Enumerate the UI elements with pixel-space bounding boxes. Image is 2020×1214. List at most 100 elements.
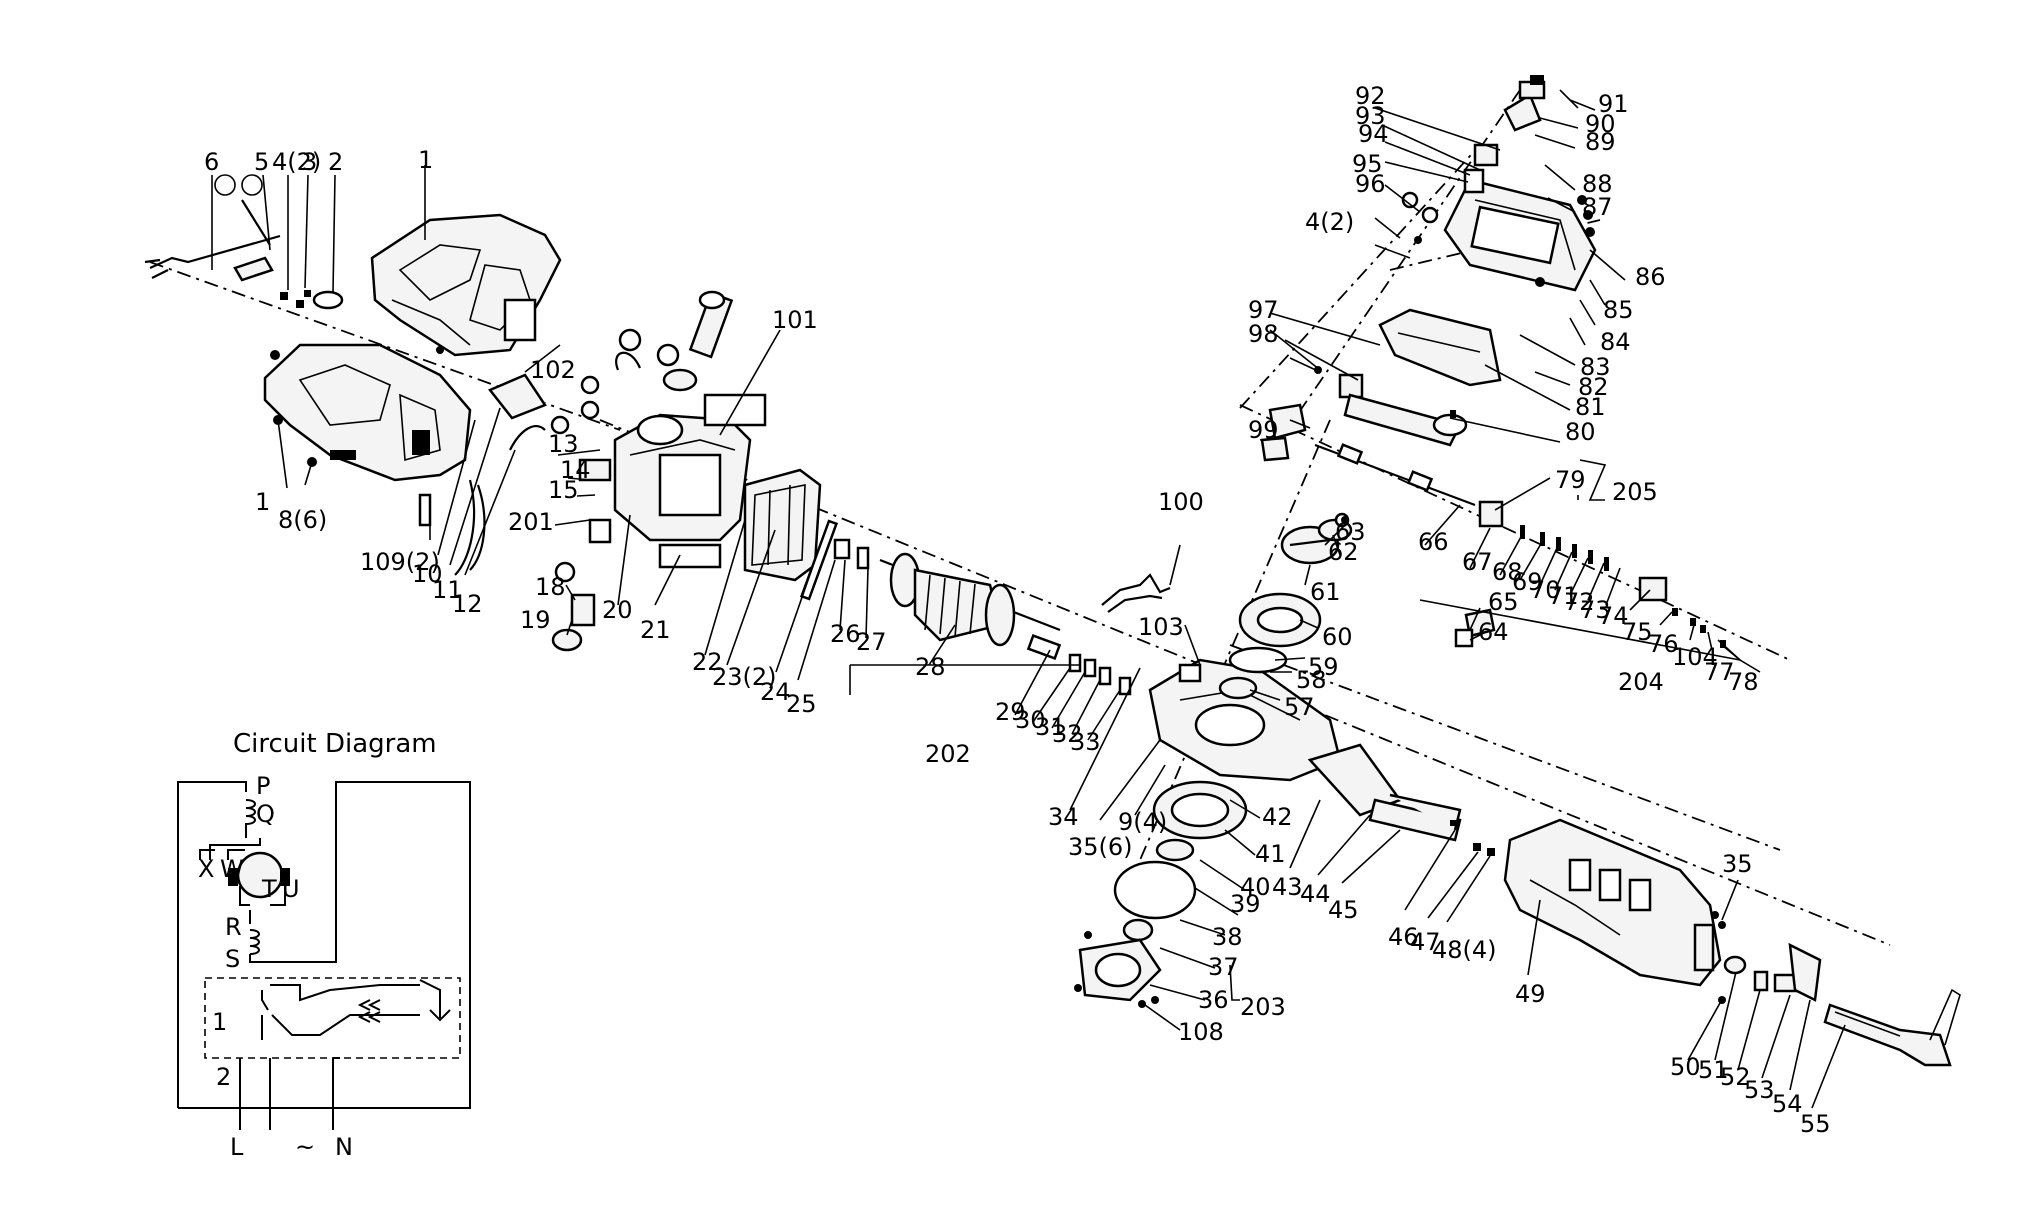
callout: 94 (1358, 120, 1389, 148)
callout: 103 (1138, 613, 1184, 641)
callout: 108 (1178, 1018, 1224, 1046)
callout: 86 (1635, 263, 1666, 291)
callout: 50 (1670, 1053, 1701, 1081)
callout: 76 (1648, 630, 1679, 658)
callout: 69 (1512, 568, 1543, 596)
armature-rotor (879, 552, 1132, 696)
circuit-terminal-r: R (225, 913, 242, 941)
callout: 53 (1744, 1076, 1775, 1104)
brush-holder-parts (550, 290, 734, 652)
callout: 36 (1198, 986, 1229, 1014)
gear-housing (1148, 658, 1402, 817)
callout: 47 (1410, 928, 1441, 956)
lower-gear-parts (1074, 780, 1248, 1008)
callout: 72 (1564, 588, 1595, 616)
assembly-axes (149, 89, 1891, 946)
callout: 59 (1308, 653, 1339, 681)
callout: 79 (1555, 466, 1586, 494)
cable-bracket (1101, 573, 1171, 613)
callout: 31 (1035, 713, 1066, 741)
callout: 204 (1618, 668, 1664, 696)
blade-clamp-parts (1718, 942, 1822, 1004)
callout: 13 (548, 430, 579, 458)
callout: 27 (856, 628, 887, 656)
callout: 78 (1728, 668, 1759, 696)
callout: 9(4) (1118, 808, 1167, 836)
callout: 201 (508, 508, 554, 536)
callout: 61 (1310, 578, 1341, 606)
callout: 85 (1603, 296, 1634, 324)
callout: 4(2) (1305, 208, 1354, 236)
callout: 34 (1048, 803, 1079, 831)
callout: 20 (602, 596, 633, 624)
plunger-shaft (1368, 793, 1495, 856)
callout: 2 (328, 148, 343, 176)
callout: 39 (1230, 890, 1261, 918)
callout: 93 (1355, 102, 1386, 130)
callout: 15 (548, 476, 579, 504)
callout: 46 (1388, 923, 1419, 951)
callout: 83 (1580, 353, 1611, 381)
callout: 54 (1772, 1090, 1803, 1118)
circuit-terminal-tilde: ~ (295, 1133, 315, 1161)
callout: 89 (1585, 128, 1616, 156)
callout: 81 (1575, 393, 1606, 421)
callout: 38 (1212, 923, 1243, 951)
callout: 33 (1070, 728, 1101, 756)
callout: 52 (1720, 1063, 1751, 1091)
callout: 87 (1582, 193, 1613, 221)
callout: 26 (830, 620, 861, 648)
callout: 44 (1300, 880, 1331, 908)
saw-blade (1823, 988, 1961, 1067)
callout: 65 (1488, 588, 1519, 616)
pendulum-lever (1260, 403, 1504, 528)
callout: 30 (1015, 706, 1046, 734)
callout: 1 (255, 488, 270, 516)
callout: 73 (1580, 596, 1611, 624)
callout: 48(4) (1432, 936, 1497, 964)
callout: 68 (1492, 558, 1523, 586)
callout: 75 (1622, 618, 1653, 646)
circuit-diagram: Circuit Diagram P Q X W T U R (177, 729, 471, 1161)
circuit-diagram-title: Circuit Diagram (233, 729, 437, 759)
callout: 3 (302, 148, 317, 176)
callout: 102 (530, 356, 576, 384)
callout: 80 (1565, 418, 1596, 446)
power-cord (144, 174, 281, 282)
group-brackets (1577, 495, 1761, 673)
callout: 82 (1578, 373, 1609, 401)
callout: 23(2) (712, 663, 777, 691)
callout: 101 (772, 306, 818, 334)
callout: 60 (1322, 623, 1353, 651)
circuit-terminal-q: Q (256, 800, 275, 828)
circuit-terminal-two: 2 (216, 1063, 231, 1091)
callout: 1 (418, 146, 433, 174)
callout: 71 (1548, 582, 1579, 610)
callout: 77 (1704, 658, 1735, 686)
circuit-terminal-l: L (230, 1133, 244, 1161)
callout: 70 (1530, 576, 1561, 604)
guide-plate (1314, 308, 1502, 447)
pendulum-mechanism (1401, 75, 1597, 292)
callout: 22 (692, 648, 723, 676)
callout: 97 (1248, 296, 1279, 324)
callout: 51 (1698, 1056, 1729, 1084)
callout: 202 (925, 740, 971, 768)
callout: 49 (1515, 980, 1546, 1008)
callout: 98 (1248, 320, 1279, 348)
circuit-terminal-u: U (282, 875, 300, 903)
cord-clip-parts (280, 290, 344, 310)
callout: 88 (1582, 170, 1613, 198)
callout: 203 (1240, 993, 1286, 1021)
callout: 18 (535, 573, 566, 601)
circuit-terminal-t: T (261, 875, 277, 903)
callout: 11 (432, 576, 463, 604)
callout: 32 (1052, 720, 1083, 748)
callout: 67 (1462, 548, 1493, 576)
callout: 37 (1208, 953, 1239, 981)
callout: 57 (1284, 693, 1315, 721)
callout: 63 (1335, 518, 1366, 546)
callout: 14 (560, 456, 591, 484)
gear-and-bearings (1218, 512, 1353, 700)
